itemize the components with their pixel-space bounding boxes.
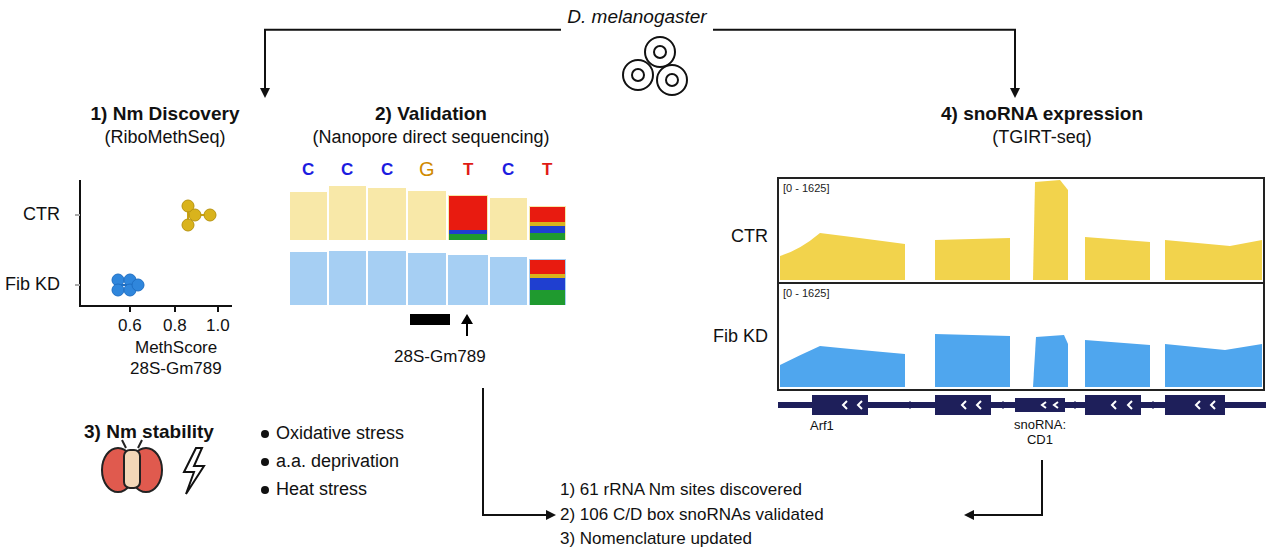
flow-arrow <box>483 388 554 515</box>
coverage-tracks <box>778 178 1266 415</box>
panel-heading: D. melanogaster <box>565 5 709 29</box>
plot-label: Oxidative stress <box>276 423 404 444</box>
plot-label: C <box>381 160 393 180</box>
plot-label: CTR <box>731 226 768 247</box>
panel-text: (Nanopore direct sequencing) <box>283 126 579 149</box>
cells-icon <box>623 37 687 95</box>
brain-icon <box>102 440 162 492</box>
panel-text: 3) Nomenclature updated <box>560 527 960 552</box>
plot-label: C <box>341 160 353 180</box>
panel-heading: 1) Nm Discovery <box>78 102 252 126</box>
panel-heading: 4) snoRNA expression <box>922 102 1162 126</box>
plot-label: [0 - 1625] <box>783 287 829 300</box>
flow-arrow <box>265 30 561 96</box>
panel-heading: 2) Validation <box>283 102 579 126</box>
flow-arrow <box>966 460 1042 515</box>
plot-label: MethScore <box>135 338 217 358</box>
plot-label: Fib KD <box>5 274 60 295</box>
plot-label: 1.0 <box>206 316 230 336</box>
scatter-plot <box>75 180 232 312</box>
plot-label: T <box>463 160 473 180</box>
panel-text: (RiboMethSeq) <box>78 126 252 149</box>
plot-label: 0.8 <box>163 316 187 336</box>
panel-heading: 3) Nm stability <box>84 420 218 444</box>
plot-label: Arf1 <box>810 419 834 434</box>
plot-label: [0 - 1625] <box>783 182 829 195</box>
plot-label: C <box>502 160 514 180</box>
plot-label: C <box>302 160 314 180</box>
panel-node: 2) Validation(Nanopore direct sequencing… <box>283 102 579 374</box>
plot-label: 28S-Gm789 <box>394 347 486 367</box>
panel-heading: 1) 61 rRNA Nm sites discovered <box>560 478 960 503</box>
panel-node: 1) Nm Discovery(RiboMethSeq) <box>78 102 252 148</box>
flow-arrow <box>713 30 1015 96</box>
plot-label: T <box>542 160 552 180</box>
plot-label: snoRNA: CD1 <box>1004 418 1076 448</box>
panel-text: (TGIRT-seq) <box>922 126 1162 149</box>
plot-label: Fib KD <box>713 326 768 347</box>
nanopore-coverage <box>290 186 566 336</box>
panel-node: 3) Nm stability <box>84 420 218 444</box>
plot-label: 28S-Gm789 <box>130 359 222 379</box>
plot-label: 0.6 <box>118 316 142 336</box>
panel-text: 2) 106 C/D box snoRNAs validated <box>560 503 960 528</box>
plot-label: G <box>419 158 435 181</box>
plot-label: Heat stress <box>276 479 367 500</box>
bullet-dots <box>261 430 269 494</box>
plot-label: CTR <box>23 204 60 225</box>
panel-node: 4) snoRNA expression(TGIRT-seq) <box>922 102 1162 454</box>
plot-label: a.a. deprivation <box>276 451 399 472</box>
lightning-icon <box>184 448 204 494</box>
panel-node: D. melanogaster <box>565 5 709 29</box>
panel-node: 1) 61 rRNA Nm sites discovered2) 106 C/D… <box>560 478 960 552</box>
